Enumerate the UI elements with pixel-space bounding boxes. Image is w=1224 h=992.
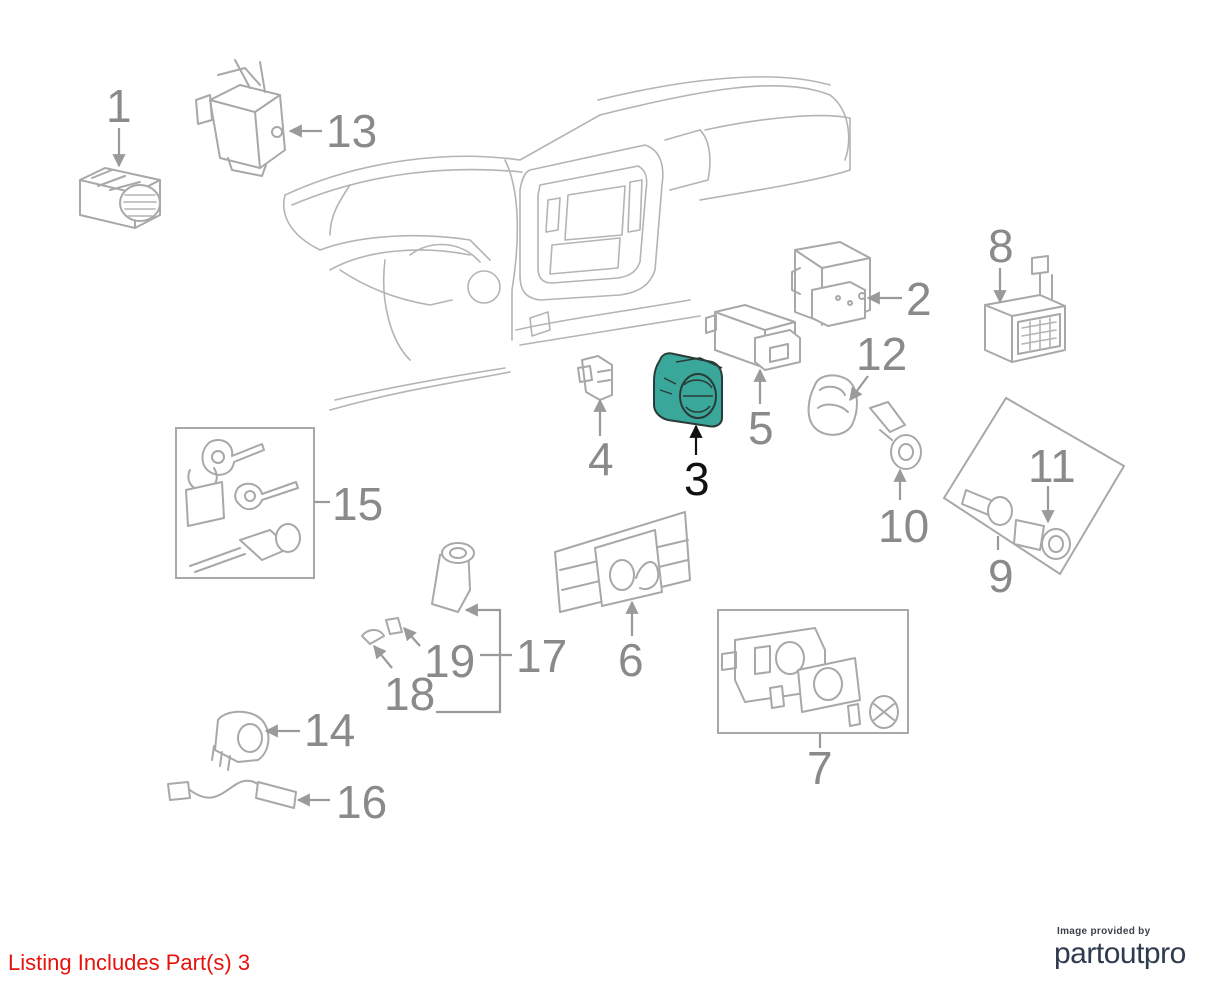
box-part-7 [717, 609, 909, 734]
leader-lines [112, 124, 1055, 807]
part-6 [554, 511, 691, 613]
partoutpro-logo: partoutpro [1054, 937, 1186, 970]
callout-11: 11 [1028, 440, 1076, 492]
part-5 [705, 304, 801, 371]
callout-15: 15 [332, 478, 383, 530]
image-credit: Image provided by partoutpro [1054, 926, 1214, 971]
part-18 [361, 617, 403, 645]
part-12 [807, 374, 858, 436]
part-7 [721, 627, 899, 729]
part-1 [79, 167, 161, 229]
part-2 [791, 241, 871, 327]
listing-note: Listing Includes Part(s) 3 [8, 950, 251, 975]
callout-14: 14 [304, 704, 355, 756]
callout-5: 5 [748, 402, 774, 454]
callout-16: 16 [336, 776, 387, 828]
box-part-9-11 [942, 396, 1126, 576]
part-17 [431, 542, 475, 613]
callout-17: 17 [516, 630, 567, 682]
part-14 [211, 710, 270, 771]
callout-6: 6 [618, 634, 644, 686]
callout-7: 7 [807, 742, 833, 794]
part-3-highlighted [653, 352, 723, 455]
callout-4: 4 [588, 433, 614, 485]
callout-labels: 1 2 3 4 5 6 7 8 9 10 11 12 13 14 15 16 1… [106, 80, 1076, 828]
part-10 [869, 401, 922, 470]
part-15 [185, 438, 301, 573]
callout-1: 1 [106, 80, 132, 132]
callout-18: 18 [384, 668, 435, 720]
part-9-11 [961, 489, 1071, 560]
callout-9: 9 [988, 550, 1014, 602]
callout-10: 10 [878, 500, 929, 552]
part-8 [984, 255, 1066, 363]
callout-8: 8 [988, 220, 1014, 272]
callout-19: 19 [424, 635, 475, 687]
callout-3: 3 [684, 453, 710, 505]
dashboard-outline [283, 76, 851, 411]
part-13 [195, 59, 286, 177]
callout-2: 2 [906, 273, 932, 325]
credit-caption: Image provided by [1057, 926, 1151, 937]
callout-12: 12 [856, 328, 907, 380]
part-16 [167, 779, 297, 809]
callout-13: 13 [326, 105, 377, 157]
part-4 [577, 355, 613, 401]
